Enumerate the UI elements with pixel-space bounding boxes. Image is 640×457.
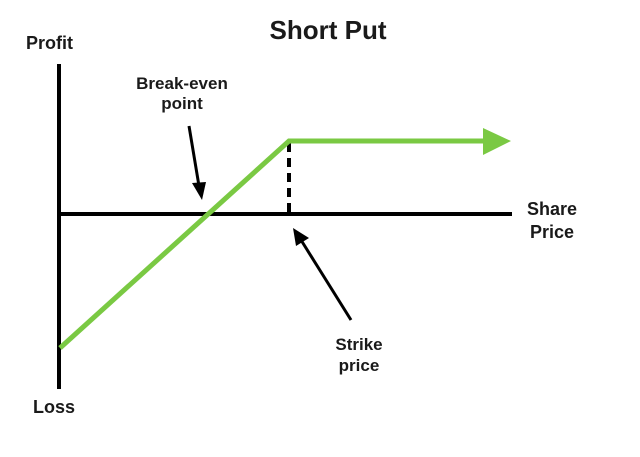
strike-line2: price <box>338 356 380 376</box>
y-axis-profit-label: Profit <box>26 33 73 53</box>
y-axis-loss-label: Loss <box>33 397 76 417</box>
breakeven-line2: point <box>161 94 203 114</box>
payoff-line <box>58 138 488 350</box>
strike-annotation: Strike price <box>320 334 398 377</box>
strike-line1: Strike <box>335 335 383 354</box>
breakeven-annotation: Break-even point <box>120 74 244 115</box>
breakeven-line1: Break-even <box>136 74 228 93</box>
strike-arrow-icon <box>293 228 353 321</box>
payoff-arrowhead-icon <box>483 128 511 155</box>
chart-title: Short Put <box>269 15 387 45</box>
x-axis-label-line2: Price <box>529 221 575 242</box>
breakeven-arrow-icon <box>187 125 206 200</box>
x-axis-label: Share Price <box>527 198 577 243</box>
x-axis-label-line1: Share <box>527 199 578 219</box>
